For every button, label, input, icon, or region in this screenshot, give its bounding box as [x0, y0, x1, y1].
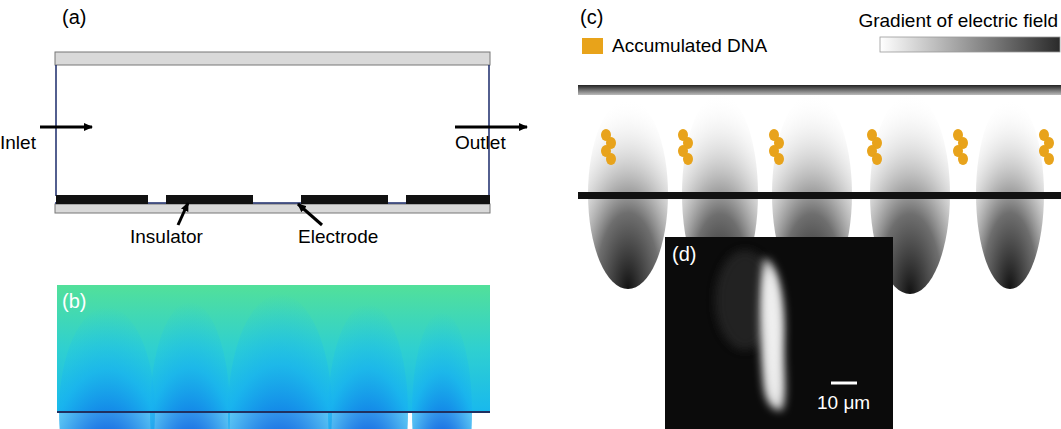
inlet-label: Inlet [0, 132, 36, 154]
field-simulation [57, 285, 490, 429]
part-label: Electrode [298, 226, 378, 248]
panel-label: (c) [580, 6, 603, 29]
outlet-label: Outlet [455, 132, 506, 154]
legend-text: Accumulated DNA [612, 35, 767, 57]
panel-label: (d) [672, 243, 696, 266]
legend-swatch [582, 38, 603, 54]
scale-label: 10 μm [817, 392, 870, 414]
gradient-bar [880, 37, 1060, 52]
fluorescence-image [665, 237, 893, 429]
part-label: Insulator [130, 226, 203, 248]
panel-label: (b) [62, 290, 86, 313]
panel-label: (a) [62, 6, 86, 29]
channel-schematic [40, 52, 527, 225]
legend-text: Gradient of electric field [858, 10, 1058, 32]
